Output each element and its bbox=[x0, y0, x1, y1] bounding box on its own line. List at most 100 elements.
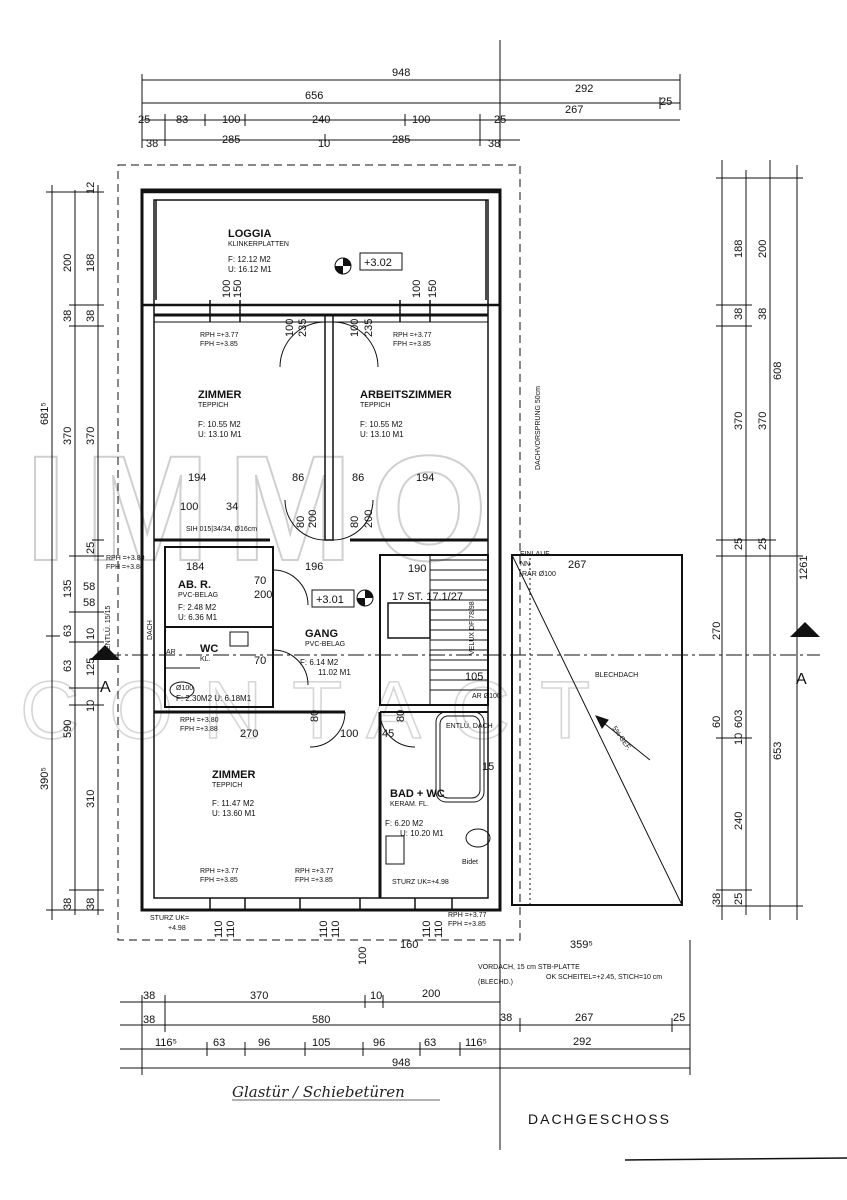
dim-label: 150 bbox=[427, 280, 439, 298]
dim-label: 135 bbox=[62, 580, 74, 598]
ar-label: AR bbox=[166, 649, 176, 656]
dim-label: 948 bbox=[392, 1057, 410, 1069]
dim-label: 105 bbox=[465, 671, 483, 683]
left-dimension-lines bbox=[46, 185, 104, 920]
dim-label: 370 bbox=[733, 412, 745, 430]
dim-label: 10 bbox=[370, 990, 382, 1002]
dim-label: 188 bbox=[85, 254, 97, 272]
dim-label: 110 bbox=[433, 920, 445, 938]
dim-label: 58 bbox=[83, 581, 95, 593]
dim-label: 38 bbox=[488, 138, 500, 150]
room-abstellraum: RPH =+3.80 FPH =+3.88 AB. R. PVC-BELAG F… bbox=[106, 555, 218, 622]
dim-label: 292 bbox=[575, 83, 593, 95]
room-gang: GANG PVC-BELAG F: 6.14 M2 11.02 M1 +3.01… bbox=[300, 591, 463, 677]
handwritten-note: Glastür / Schiebetüren bbox=[232, 1083, 405, 1101]
dim-label: 200 bbox=[363, 510, 375, 528]
dim-label: 86 bbox=[352, 472, 364, 484]
dim-label: 38 bbox=[733, 308, 745, 320]
rph-label: RPH =+3.77 bbox=[295, 868, 334, 875]
dim-label: 608 bbox=[772, 362, 784, 380]
top-dimension-labels: 948 656 292 25 83 100 240 100 25 267 25 … bbox=[138, 67, 672, 150]
dim-label: 200 bbox=[62, 254, 74, 272]
rph-label: RPH =+3.80 bbox=[180, 717, 219, 724]
rph-bottom-label: RPH =+3.77 bbox=[448, 912, 487, 919]
fph-label: FPH =+3.85 bbox=[393, 341, 431, 348]
dim-label: 100 bbox=[222, 114, 240, 126]
perimeter-label: U: 6.36 M1 bbox=[178, 613, 218, 622]
dim-label: 45 bbox=[382, 728, 394, 740]
dim-label: 100 bbox=[412, 114, 430, 126]
floor-material: PVC-BELAG bbox=[178, 592, 218, 599]
dim-label: 370 bbox=[62, 427, 74, 445]
room-bad: BAD + WC KERAM. FL. F: 6.20 M2 U: 10.20 … bbox=[385, 722, 493, 886]
dim-label: 58 bbox=[83, 597, 95, 609]
dim-label: 110 bbox=[225, 920, 237, 938]
area-label: F: 10.55 M2 bbox=[198, 420, 241, 429]
room-zimmer-upper: RPH =+3.77 FPH =+3.85 ZIMMER TEPPICH F: … bbox=[198, 332, 242, 439]
perimeter-label: U: 13.10 M1 bbox=[198, 430, 242, 439]
dim-label: 370 bbox=[757, 412, 769, 430]
dim-label: 38 bbox=[62, 898, 74, 910]
fph-label: FPH =+3.85 bbox=[295, 877, 333, 884]
dim-label: 25 bbox=[673, 1012, 685, 1024]
wc-extra: KL. bbox=[200, 656, 211, 663]
area-label: F: 6.14 M2 bbox=[300, 658, 339, 667]
dim-label: 80 bbox=[349, 516, 361, 528]
dim-label: 38 bbox=[500, 1012, 512, 1024]
sturz-left-label: STURZ UK= bbox=[150, 915, 189, 922]
border-rule bbox=[624, 1157, 847, 1161]
room-loggia: LOGGIA KLINKERPLATTEN F: 12.12 M2 U: 16.… bbox=[228, 228, 392, 274]
dim-label: 200 bbox=[757, 240, 769, 258]
dim-label: 188 bbox=[733, 240, 745, 258]
dim-label: 38 bbox=[85, 898, 97, 910]
floor-material: TEPPICH bbox=[212, 782, 242, 789]
floor-material: KLINKERPLATTEN bbox=[228, 241, 289, 248]
room-name: GANG bbox=[305, 628, 338, 640]
room-wc: WC KL. F: 2.30M2 U: 6.18M1 bbox=[176, 643, 252, 703]
perimeter-label: U: 13.10 M1 bbox=[360, 430, 404, 439]
bottom-dimension-labels: 38 370 10 200 38 580 38 267 25 116⁵ 63 9… bbox=[143, 988, 685, 1069]
dim-label: 10 bbox=[85, 700, 97, 712]
dim-label: 240 bbox=[733, 812, 745, 830]
dim-label: 190 bbox=[408, 563, 426, 575]
sturz-label: STURZ UK=+4.98 bbox=[392, 879, 449, 886]
area-label: F: 11.47 M2 bbox=[212, 799, 255, 808]
dim-label: 948 bbox=[392, 67, 410, 79]
dim-label: 285 bbox=[222, 134, 240, 146]
dach-label: DACH bbox=[147, 620, 154, 640]
entlue-label: ENTLÜ. DACH bbox=[446, 722, 493, 730]
area-label: F: 6.20 M2 bbox=[385, 819, 424, 828]
dim-label: 63 bbox=[62, 660, 74, 672]
dim-label: 100 bbox=[221, 280, 233, 298]
dim-label: 150 bbox=[232, 280, 244, 298]
bidet-label: Bidet bbox=[462, 859, 478, 866]
floor-material: PVC-BELAG bbox=[305, 641, 345, 648]
dim-label: 267 bbox=[575, 1012, 593, 1024]
dim-label: 270 bbox=[240, 728, 258, 740]
room-name: WC bbox=[200, 643, 218, 655]
dim-label: 285 bbox=[392, 134, 410, 146]
dim-label: 63 bbox=[213, 1037, 225, 1049]
dim-label: 235 bbox=[297, 319, 309, 337]
dim-label: 105 bbox=[312, 1037, 330, 1049]
vordach-label: VORDACH, 15 cm STB-PLATTE bbox=[478, 964, 580, 971]
room-name: LOGGIA bbox=[228, 228, 271, 240]
floor-material: TEPPICH bbox=[360, 402, 390, 409]
dim-label: 100 bbox=[357, 947, 369, 965]
dim-label: 63 bbox=[62, 625, 74, 637]
dim-label: 38 bbox=[757, 308, 769, 320]
section-mark-left: A bbox=[100, 679, 111, 696]
dim-label: 38 bbox=[146, 138, 158, 150]
section-line bbox=[90, 622, 820, 660]
dim-label: 310 bbox=[85, 790, 97, 808]
entlue-left-label: ENTLÜ. 15/15 bbox=[104, 606, 112, 650]
stair-treads bbox=[429, 555, 488, 705]
dim-label: 100 bbox=[284, 319, 296, 337]
room-name: ZIMMER bbox=[212, 769, 255, 781]
dim-label: 184 bbox=[186, 561, 204, 573]
sih-label: SIH 015|34/34, Ø16cm bbox=[186, 526, 257, 533]
dim-label: 125 bbox=[85, 658, 97, 676]
interior-dimensions: 194 86 86 194 100 34 184 196 190 267 270… bbox=[180, 280, 593, 965]
floor-material: KERAM. FL. bbox=[390, 801, 429, 808]
level-marker-icon bbox=[311, 252, 403, 608]
